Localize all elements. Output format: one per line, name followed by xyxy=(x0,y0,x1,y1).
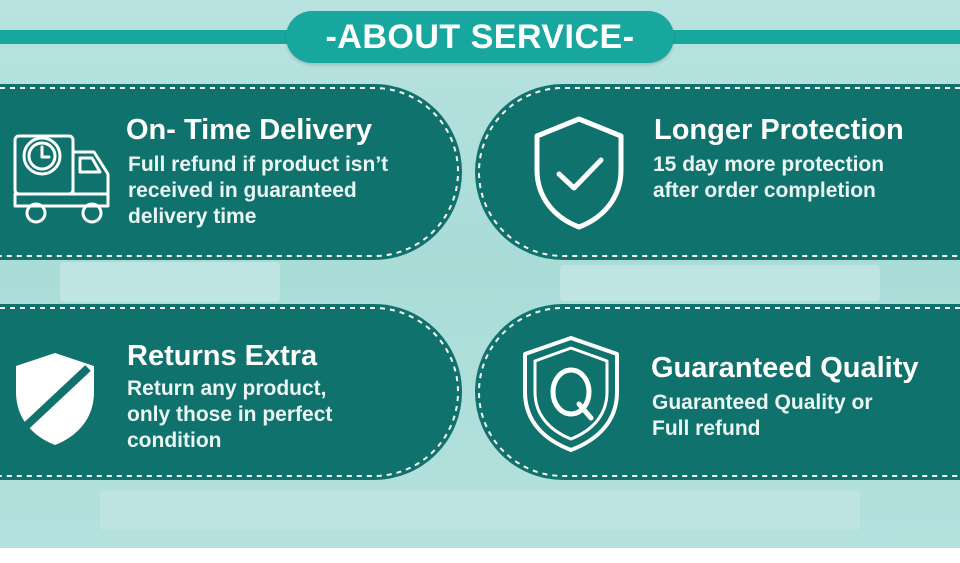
shield-check-icon xyxy=(534,116,624,230)
service-card-quality: Guaranteed Quality Guaranteed Quality or… xyxy=(475,304,960,480)
section-title: -ABOUT SERVICE- xyxy=(325,17,635,56)
shield-icon xyxy=(16,353,94,445)
background-decor xyxy=(560,265,880,301)
service-card-returns: Returns Extra Return any product, only t… xyxy=(0,304,462,480)
background-decor xyxy=(100,490,860,530)
card-description: Full refund if product isn’t received in… xyxy=(128,153,389,228)
card-title: Returns Extra xyxy=(127,340,318,372)
card-description: 15 day more protection after order compl… xyxy=(653,153,885,202)
service-card-delivery: On- Time Delivery Full refund if product… xyxy=(0,84,462,260)
section-header: -ABOUT SERVICE- xyxy=(286,11,674,63)
card-title: On- Time Delivery xyxy=(126,114,373,146)
service-card-protection: Longer Protection 15 day more protection… xyxy=(475,84,960,260)
card-title: Longer Protection xyxy=(654,114,904,146)
card-description: Return any product, only those in perfec… xyxy=(127,377,333,452)
shield-q-icon xyxy=(523,336,619,452)
background-decor xyxy=(60,262,280,302)
card-title: Guaranteed Quality xyxy=(651,352,919,384)
delivery-truck-clock-icon xyxy=(13,134,110,224)
card-description: Guaranteed Quality or Full refund xyxy=(652,391,873,440)
